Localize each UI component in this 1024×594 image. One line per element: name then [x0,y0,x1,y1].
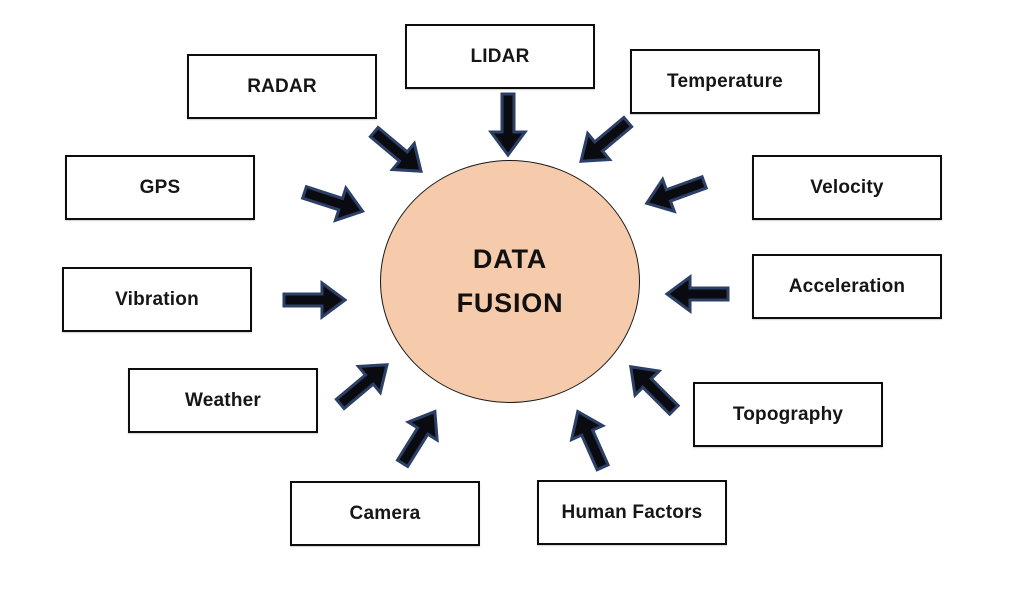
node-gps-label: GPS [139,176,181,198]
node-lidar: LIDAR [405,24,595,89]
center-label-line2: FUSION [456,287,564,318]
node-acceleration: Acceleration [752,254,942,319]
node-radar: RADAR [187,54,377,119]
node-temperature: Temperature [630,49,820,114]
node-velocity: Velocity [752,155,942,220]
arrow-from-radar-icon [360,115,436,188]
node-gps: GPS [65,155,255,220]
node-velocity-label: Velocity [810,176,884,198]
node-vibration: Vibration [62,267,252,332]
arrow-from-vibration-icon [282,280,348,320]
node-lidar-label: LIDAR [470,45,530,67]
arrow-from-topography-icon [615,351,690,426]
node-weather-label: Weather [184,389,262,411]
arrow-from-human-factors-icon [558,401,621,478]
arrow-from-lidar-icon [488,92,528,158]
node-temperature-label: Temperature [667,70,783,92]
node-topography-label: Topography [732,403,844,425]
arrow-from-weather-icon [326,347,402,420]
arrow-from-acceleration-icon [664,274,730,314]
arrow-from-velocity-icon [637,163,713,223]
node-camera: Camera [290,481,480,546]
node-weather: Weather [128,368,318,433]
arrow-from-temperature-icon [566,105,642,178]
node-human-factors-label: Human Factors [561,501,703,523]
arrow-from-camera-icon [385,398,454,475]
node-human-factors: Human Factors [537,480,727,545]
arrow-from-gps-icon [296,173,371,231]
node-vibration-label: Vibration [115,288,199,310]
node-camera-label: Camera [349,502,421,524]
node-radar-label: RADAR [247,75,317,97]
data-fusion-circle: DATA FUSION [380,160,640,403]
node-acceleration-label: Acceleration [788,275,906,297]
center-label-line1: DATA [472,243,548,274]
node-topography: Topography [693,382,883,447]
